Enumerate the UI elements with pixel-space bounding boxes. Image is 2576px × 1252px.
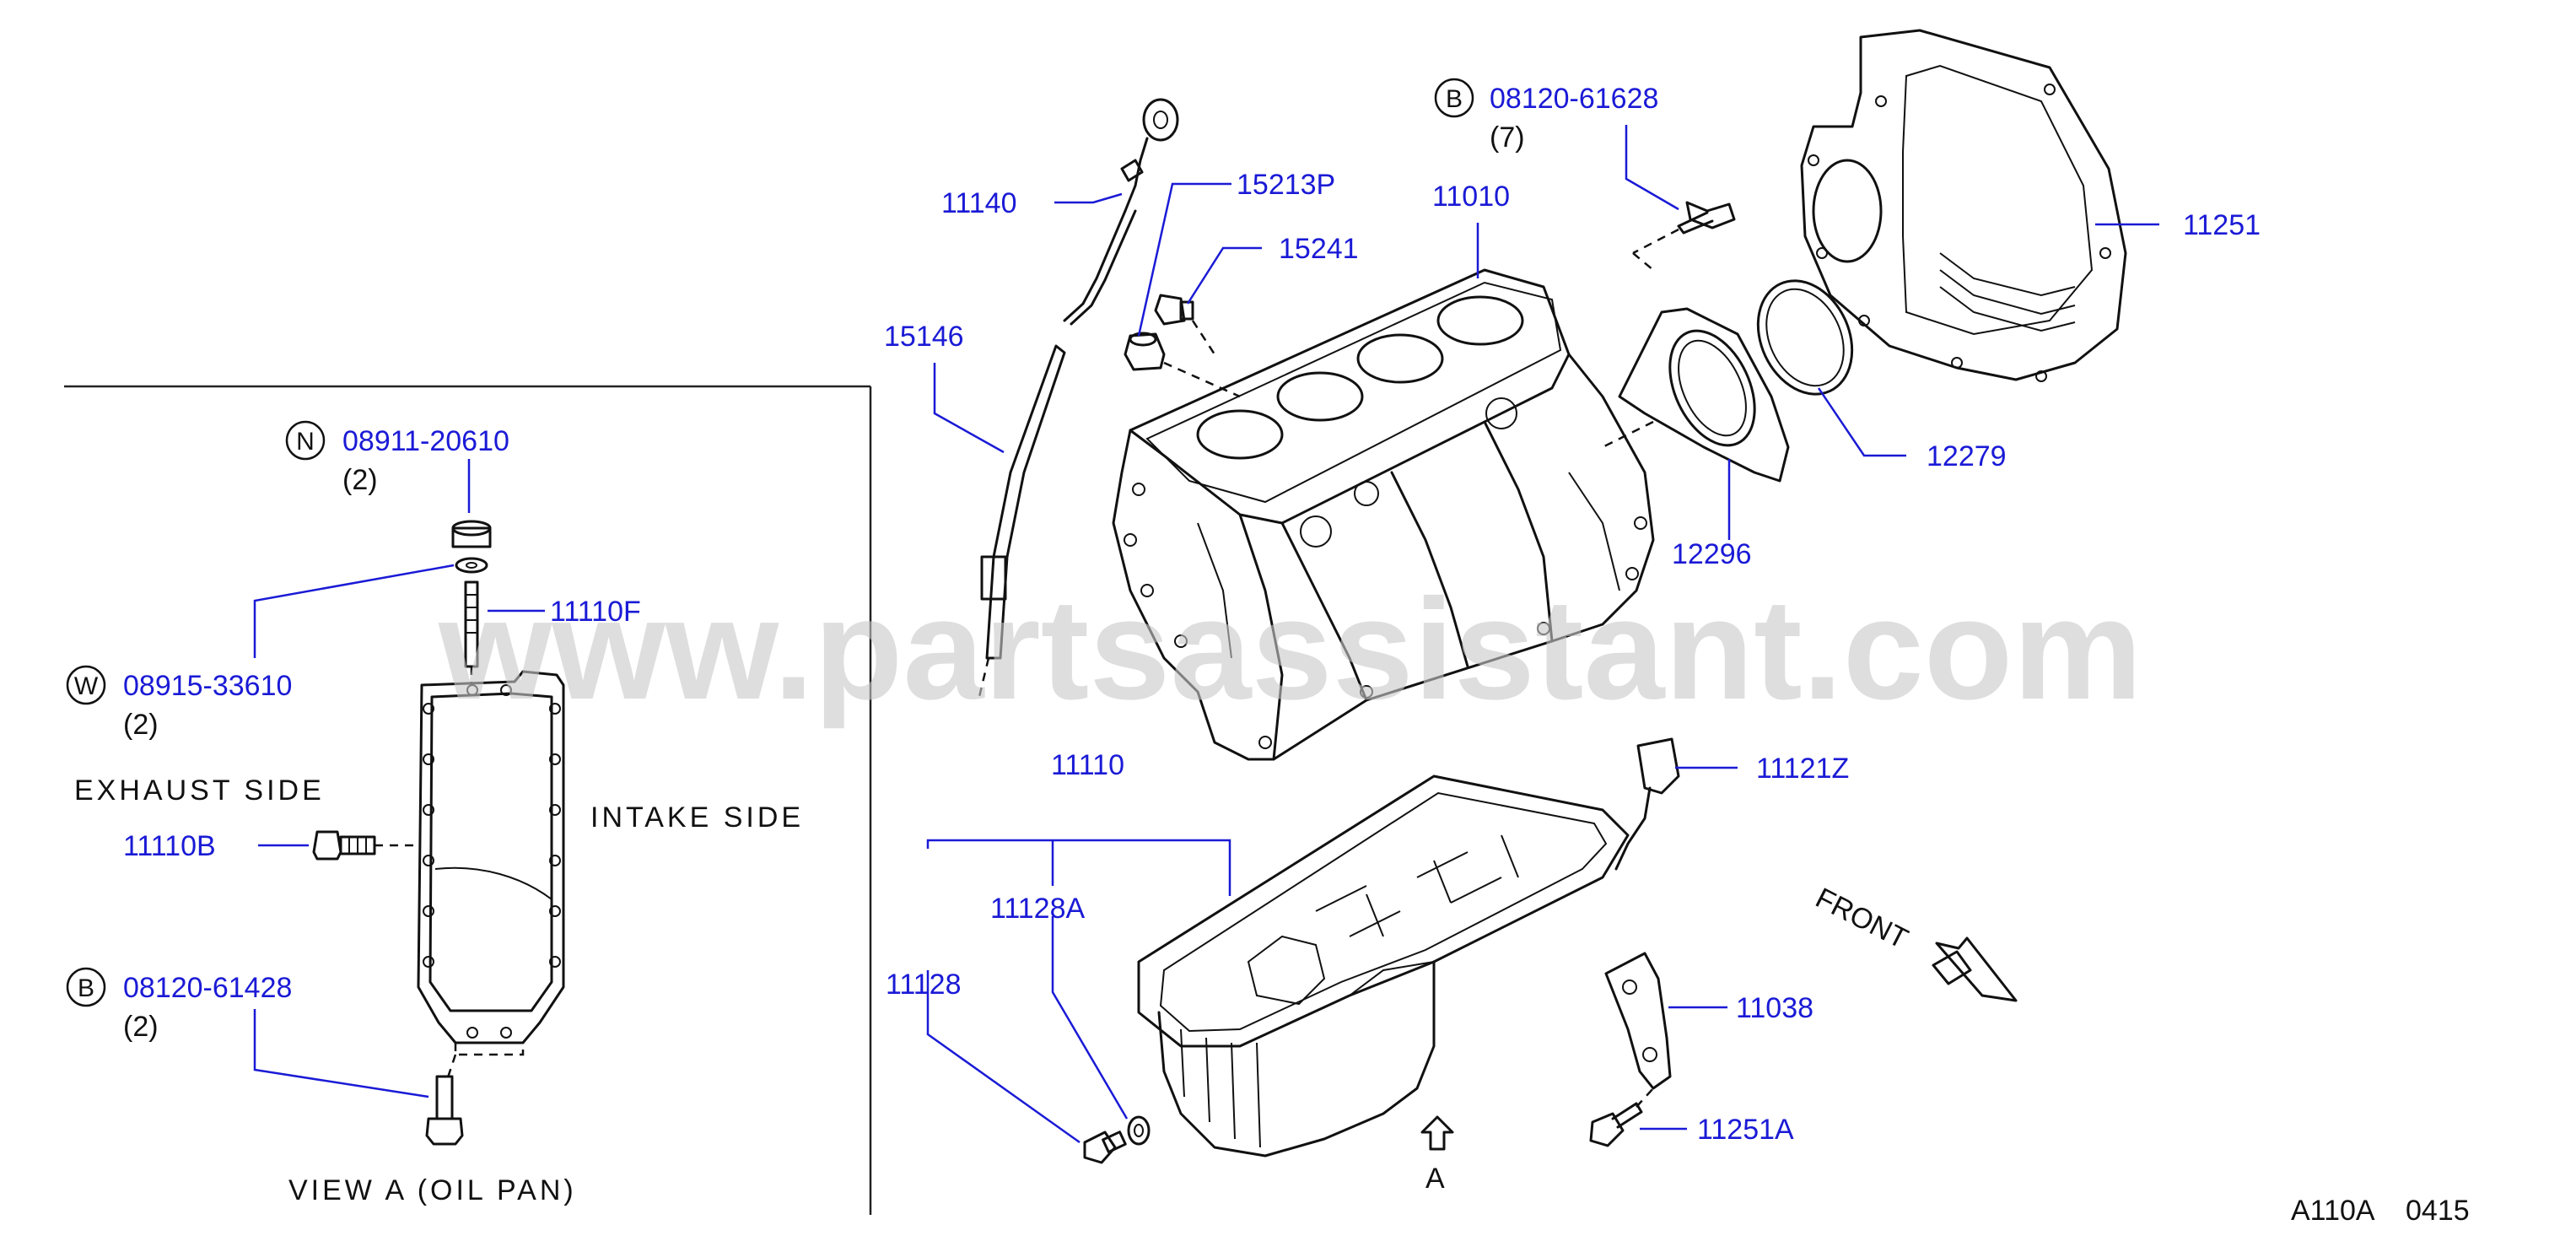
label-11128: 11128 — [886, 969, 962, 1001]
qty-08915-33610: (2) — [123, 709, 159, 741]
label-08915-33610: 08915-33610 — [123, 670, 292, 702]
diagram-revision: 0415 — [2406, 1195, 2470, 1227]
label-08911-20610: 08911-20610 — [342, 425, 509, 457]
label-11121z: 11121Z — [1756, 753, 1849, 785]
tag-b-left: B — [78, 974, 94, 1002]
label-11128a: 11128A — [990, 893, 1085, 925]
bolt-b-lower — [425, 1054, 464, 1146]
label-11038: 11038 — [1736, 992, 1813, 1024]
drain-plug-11128 — [1083, 1131, 1127, 1164]
view-a-frame — [64, 385, 872, 1215]
callout-bolt-b-top: B 08120-61628 (7) — [1434, 78, 1658, 154]
bracket-11038 — [1604, 952, 1672, 1090]
rear-oil-seal-12279 — [1756, 279, 1854, 396]
label-11251: 11251 — [2183, 209, 2261, 241]
label-12279: 12279 — [1927, 440, 2007, 472]
callout-washer-w: W 08915-33610 (2) — [66, 665, 292, 741]
label-11140: 11140 — [941, 187, 1017, 219]
stud-11110f — [464, 580, 479, 685]
qty-08120-61628: (7) — [1490, 121, 1525, 154]
oil-pan-bolt-holes — [423, 684, 561, 1039]
rear-oil-seal-retainer-12296 — [1602, 307, 1790, 483]
leader-lines — [253, 125, 2159, 1144]
drain-washer-11128a — [1127, 1115, 1151, 1146]
intake-side-label: INTAKE SIDE — [590, 801, 804, 834]
callout-bolt-b-left: B 08120-61428 (2) — [66, 967, 292, 1043]
label-12296: 12296 — [1672, 538, 1752, 570]
watermark: www.partsassistant.com — [438, 569, 2142, 730]
tag-n: N — [296, 428, 315, 456]
label-11010: 11010 — [1432, 181, 1510, 213]
nut-n — [451, 520, 492, 548]
cylinder-block — [1112, 268, 1655, 761]
dipstick-guide-15146 — [977, 344, 1066, 701]
oil-pan — [1137, 774, 1630, 1158]
label-11110: 11110 — [1051, 749, 1124, 781]
washer-w — [455, 557, 488, 574]
label-15213p: 15213P — [1237, 169, 1335, 201]
bolt-b-top — [1632, 201, 1736, 271]
oil-pan-top-view — [417, 670, 565, 1056]
qty-08120-61428: (2) — [123, 1011, 159, 1043]
oil-level-sensor-11121z — [1614, 737, 1680, 871]
label-08120-61428: 08120-61428 — [123, 972, 292, 1004]
rear-plate-11251 — [1800, 29, 2127, 382]
tag-w: W — [74, 672, 99, 700]
tag-b-top: B — [1446, 85, 1463, 113]
dipstick-11140 — [1063, 98, 1179, 326]
label-08120-61628: 08120-61628 — [1490, 83, 1658, 115]
front-label: FRONT — [1810, 882, 1913, 955]
label-11110f: 11110F — [550, 596, 641, 628]
exhaust-side-label: EXHAUST SIDE — [74, 774, 325, 807]
view-arrow-a-label: A — [1425, 1163, 1445, 1195]
view-arrow-a — [1420, 1115, 1454, 1151]
qty-08911-20610: (2) — [342, 464, 378, 496]
sleeve-15213p — [1124, 332, 1241, 398]
label-15241: 15241 — [1279, 233, 1359, 265]
label-15146: 15146 — [884, 321, 964, 353]
front-arrow — [1932, 936, 2018, 1002]
label-11251a: 11251A — [1697, 1114, 1794, 1146]
label-11110b: 11110B — [123, 830, 216, 862]
oil-pressure-switch-15241 — [1154, 294, 1216, 355]
view-a-caption: VIEW A (OIL PAN) — [288, 1174, 577, 1206]
diagram-code: A110A — [2291, 1195, 2375, 1227]
callout-nut-n: N 08911-20610 (2) — [285, 420, 509, 496]
bolt-11110b — [312, 830, 418, 861]
bolt-11251a — [1589, 1087, 1654, 1147]
part-labels: 11140 15213P 15241 15146 11010 11251 122… — [123, 169, 2261, 1146]
